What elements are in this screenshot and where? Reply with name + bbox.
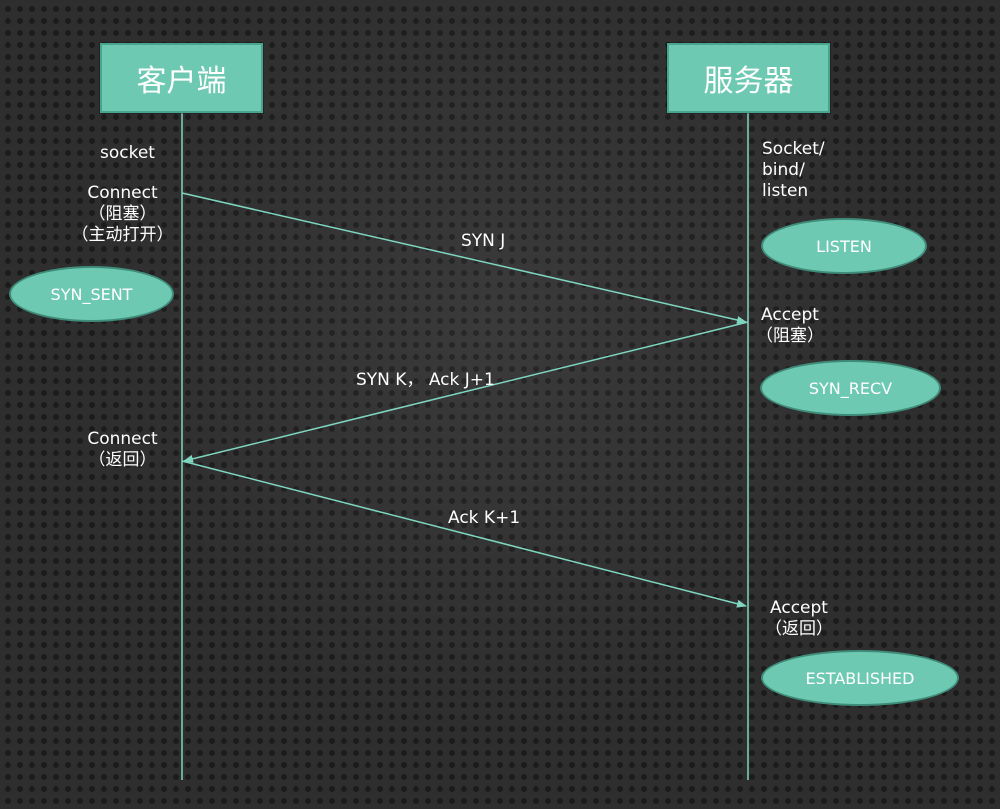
ack-arrow bbox=[181, 460, 747, 608]
syn-ack-message-label: SYN K， Ack J+1 bbox=[356, 370, 495, 390]
server-socket-line3: listen bbox=[762, 181, 809, 201]
server-socket-line2: bind/ bbox=[762, 160, 805, 180]
state-syn-recv: SYN_RECV bbox=[760, 360, 941, 416]
client-connect-line1: Connect bbox=[87, 183, 158, 203]
server-accept-label: Accept （阻塞） bbox=[750, 305, 830, 347]
state-established: ESTABLISHED bbox=[761, 650, 959, 706]
server-accept-return-line1: Accept bbox=[770, 598, 828, 618]
server-socket-label: Socket/ bind/ listen bbox=[762, 139, 825, 202]
client-connect-line2: （阻塞） bbox=[88, 204, 157, 224]
client-connect-return-label: Connect （返回） bbox=[75, 429, 170, 471]
server-header: 服务器 bbox=[667, 43, 830, 113]
client-connect-return-line2: （返回） bbox=[88, 450, 157, 470]
server-accept-line2: （阻塞） bbox=[756, 326, 824, 346]
server-accept-return-line2: （返回） bbox=[765, 619, 833, 639]
client-connect-label: Connect （阻塞） （主动打开） bbox=[70, 183, 175, 246]
state-listen: LISTEN bbox=[761, 218, 927, 274]
ack-message-label: Ack K+1 bbox=[448, 508, 521, 528]
state-syn-sent: SYN_SENT bbox=[9, 266, 174, 322]
server-accept-return-label: Accept （返回） bbox=[760, 598, 838, 640]
syn-arrow bbox=[181, 192, 747, 324]
syn-message-label: SYN J bbox=[461, 231, 506, 251]
server-socket-line1: Socket/ bbox=[762, 139, 825, 159]
syn-ack-arrow bbox=[183, 321, 749, 463]
client-connect-line3: （主动打开） bbox=[71, 225, 174, 245]
client-header: 客户端 bbox=[100, 43, 263, 113]
client-socket-label: socket bbox=[100, 143, 155, 163]
client-connect-return-line1: Connect bbox=[87, 429, 158, 449]
server-accept-line1: Accept bbox=[761, 305, 819, 325]
